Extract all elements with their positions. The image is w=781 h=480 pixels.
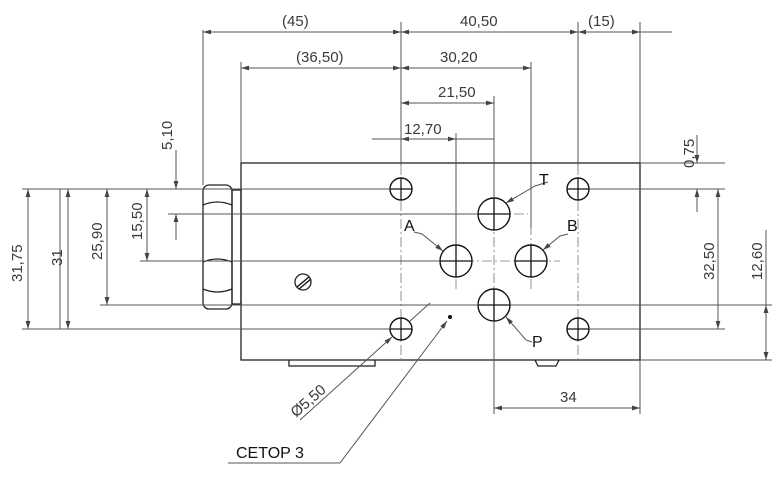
dim-31-75: 31,75 [9,244,26,282]
port-b [514,244,548,278]
port-labels: T A B P [404,172,578,351]
dim-34: 34 [560,389,577,406]
mounting-hole [389,177,413,201]
dim-5-10: 5,10 [159,121,176,150]
dim-36-50-parenthesized: (36,50) [296,49,344,66]
center-lines [400,165,579,360]
port-label-p: P [532,334,543,351]
dim-40-50: 40,50 [460,13,498,30]
port-label-a: A [404,218,415,235]
top-dimensions: (45) 40,50 (15) (36,50) 30,20 21,50 12,7… [202,13,672,245]
port-t [477,197,511,231]
port-a [439,244,473,278]
dim-45-parenthesized: (45) [282,13,309,30]
mounting-hole [566,177,590,201]
hex-nut [202,184,242,310]
dim-32-50: 32,50 [701,242,718,280]
dim-12-70: 12,70 [404,121,442,138]
port-leaders [413,181,569,343]
dim-12-60: 12,60 [749,242,766,280]
dim-15-parenthesized: (15) [588,13,615,30]
port-p [477,288,511,322]
mounting-hole [389,317,413,341]
right-dimensions: 0,75 32,50 12,60 [510,135,772,361]
adjust-screw-icon [294,273,312,291]
dim-0-75: 0,75 [681,139,698,168]
cetop-interface-label: CETOP 3 [236,445,304,462]
mounting-hole [566,317,590,341]
locating-pin-dot [448,315,452,319]
dim-21-50: 21,50 [438,84,476,101]
dim-30-20: 30,20 [440,49,478,66]
dim-31: 31 [49,249,66,266]
port-label-t: T [539,172,549,189]
mounting-holes [389,177,590,341]
dim-25-90: 25,90 [89,222,106,260]
ports [439,197,548,322]
left-dimensions: 5,10 31,75 31 25,90 15,50 [9,121,478,330]
dim-15-50: 15,50 [129,202,146,240]
port-label-b: B [567,218,578,235]
dim-hole-diameter: Ø5,50 [287,381,329,421]
